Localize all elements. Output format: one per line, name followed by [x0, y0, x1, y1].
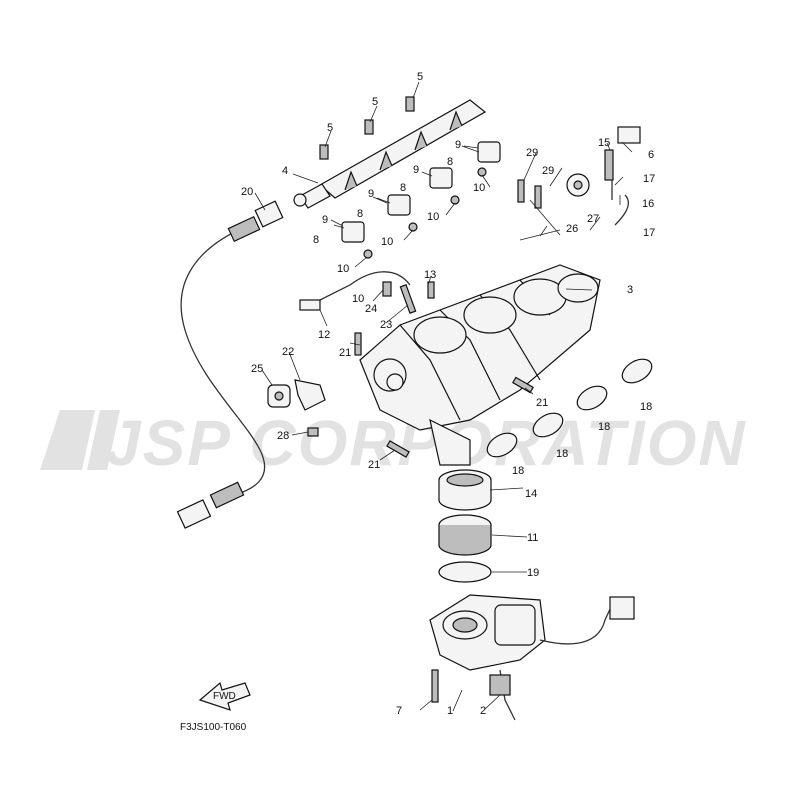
gaskets [486, 358, 653, 458]
callout-11: 11 [527, 532, 538, 544]
wire-harness [176, 200, 284, 529]
callout-22: 23 [380, 319, 392, 331]
bolts [319, 96, 542, 209]
filter-screen [438, 514, 492, 556]
callout-29: 29 [542, 165, 554, 177]
callout-5: 5 [372, 96, 378, 108]
callout-8: 8 [313, 234, 319, 246]
callout-8: 8 [400, 182, 406, 194]
callout-21: 21 [368, 459, 380, 471]
callout-29: 29 [526, 147, 538, 159]
callout-9: 9 [413, 164, 419, 176]
callout-9: 9 [455, 139, 461, 151]
callout-13: 13 [424, 269, 436, 281]
callout-8: 8 [357, 208, 363, 220]
callout-7: 7 [396, 705, 402, 717]
callout-10: 10 [427, 211, 439, 223]
callout-5: 5 [327, 122, 333, 134]
fuel-hose [299, 271, 411, 311]
callout-24: 22 [282, 346, 294, 358]
callout-1: 1 [447, 705, 453, 717]
callout-18: 18 [598, 421, 610, 433]
callout-20: 20 [241, 186, 253, 198]
callout-14: 14 [525, 488, 537, 500]
rubber-joint [438, 469, 492, 511]
callout-21: 21 [536, 397, 548, 409]
callout-leaders [254, 81, 633, 712]
callout-12: 12 [318, 329, 330, 341]
fwd-label: FWD [213, 691, 236, 702]
callout-10: 10 [473, 182, 485, 194]
bracket-group [267, 379, 326, 437]
fuel-rail [293, 99, 487, 209]
intake-manifold [359, 264, 601, 466]
callout-28: 27 [587, 213, 599, 225]
sensor-group [519, 126, 641, 241]
callout-23: 24 [365, 303, 377, 315]
callout-17: 17 [643, 173, 655, 185]
throttle-body [429, 594, 635, 721]
callout-21: 21 [339, 347, 351, 359]
callout-10: 10 [352, 293, 364, 305]
callout-labels: 5 5 5 4 9 9 9 9 8 8 8 8 10 10 10 10 10 1… [241, 71, 655, 717]
callout-25: 25 [251, 363, 263, 375]
diagram-code: F3JS100-T060 [180, 722, 247, 733]
callout-26: 28 [277, 430, 289, 442]
callout-18: 18 [556, 448, 568, 460]
callout-15: 15 [598, 137, 610, 149]
callout-5: 5 [417, 71, 423, 83]
callout-10: 10 [381, 236, 393, 248]
callout-3: 3 [627, 284, 633, 296]
manifold-bolts [354, 281, 534, 458]
callout-19: 19 [527, 567, 539, 579]
callout-18: 18 [640, 401, 652, 413]
callout-2: 2 [480, 705, 486, 717]
callout-4: 4 [282, 165, 288, 177]
callout-8: 8 [447, 156, 453, 168]
callout-10: 10 [337, 263, 349, 275]
callout-27: 26 [566, 223, 578, 235]
callout-17: 17 [643, 227, 655, 239]
o-ring [438, 561, 492, 583]
callout-9: 9 [322, 214, 328, 226]
fwd-arrow: FWD [198, 681, 251, 711]
injectors [341, 141, 501, 259]
callout-6: 6 [648, 149, 654, 161]
callout-9: 9 [368, 188, 374, 200]
callout-18: 18 [512, 465, 524, 477]
callout-16: 16 [642, 198, 654, 210]
